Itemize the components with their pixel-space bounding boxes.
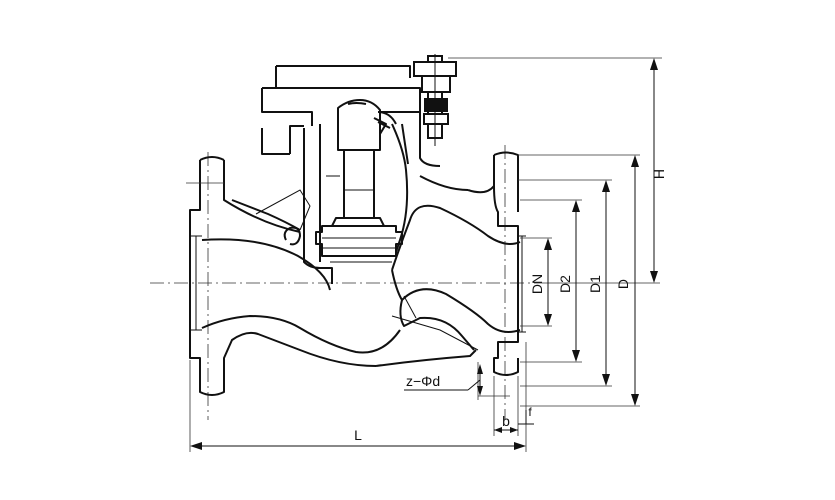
outer-diameter-label: D	[615, 279, 631, 289]
stem	[337, 99, 391, 219]
yoke-nut	[413, 54, 457, 146]
flange-thickness-label: b	[502, 413, 510, 429]
length-label: L	[354, 427, 362, 443]
raised-face-label: f	[528, 405, 532, 419]
valve-disc	[315, 217, 403, 263]
bolt-holes-label: z−Φd	[406, 373, 440, 389]
raised-face-diameter-label: D2	[557, 275, 573, 293]
bolt-circle-diameter-label: D1	[587, 275, 603, 293]
height-label: H	[651, 169, 667, 179]
valve-body	[303, 128, 521, 367]
nominal-diameter-label: DN	[529, 274, 545, 294]
left-flange	[186, 156, 377, 396]
dimension-lines	[190, 58, 658, 450]
extension-lines	[189, 57, 662, 452]
right-flange	[419, 151, 526, 376]
bonnet	[261, 65, 441, 262]
